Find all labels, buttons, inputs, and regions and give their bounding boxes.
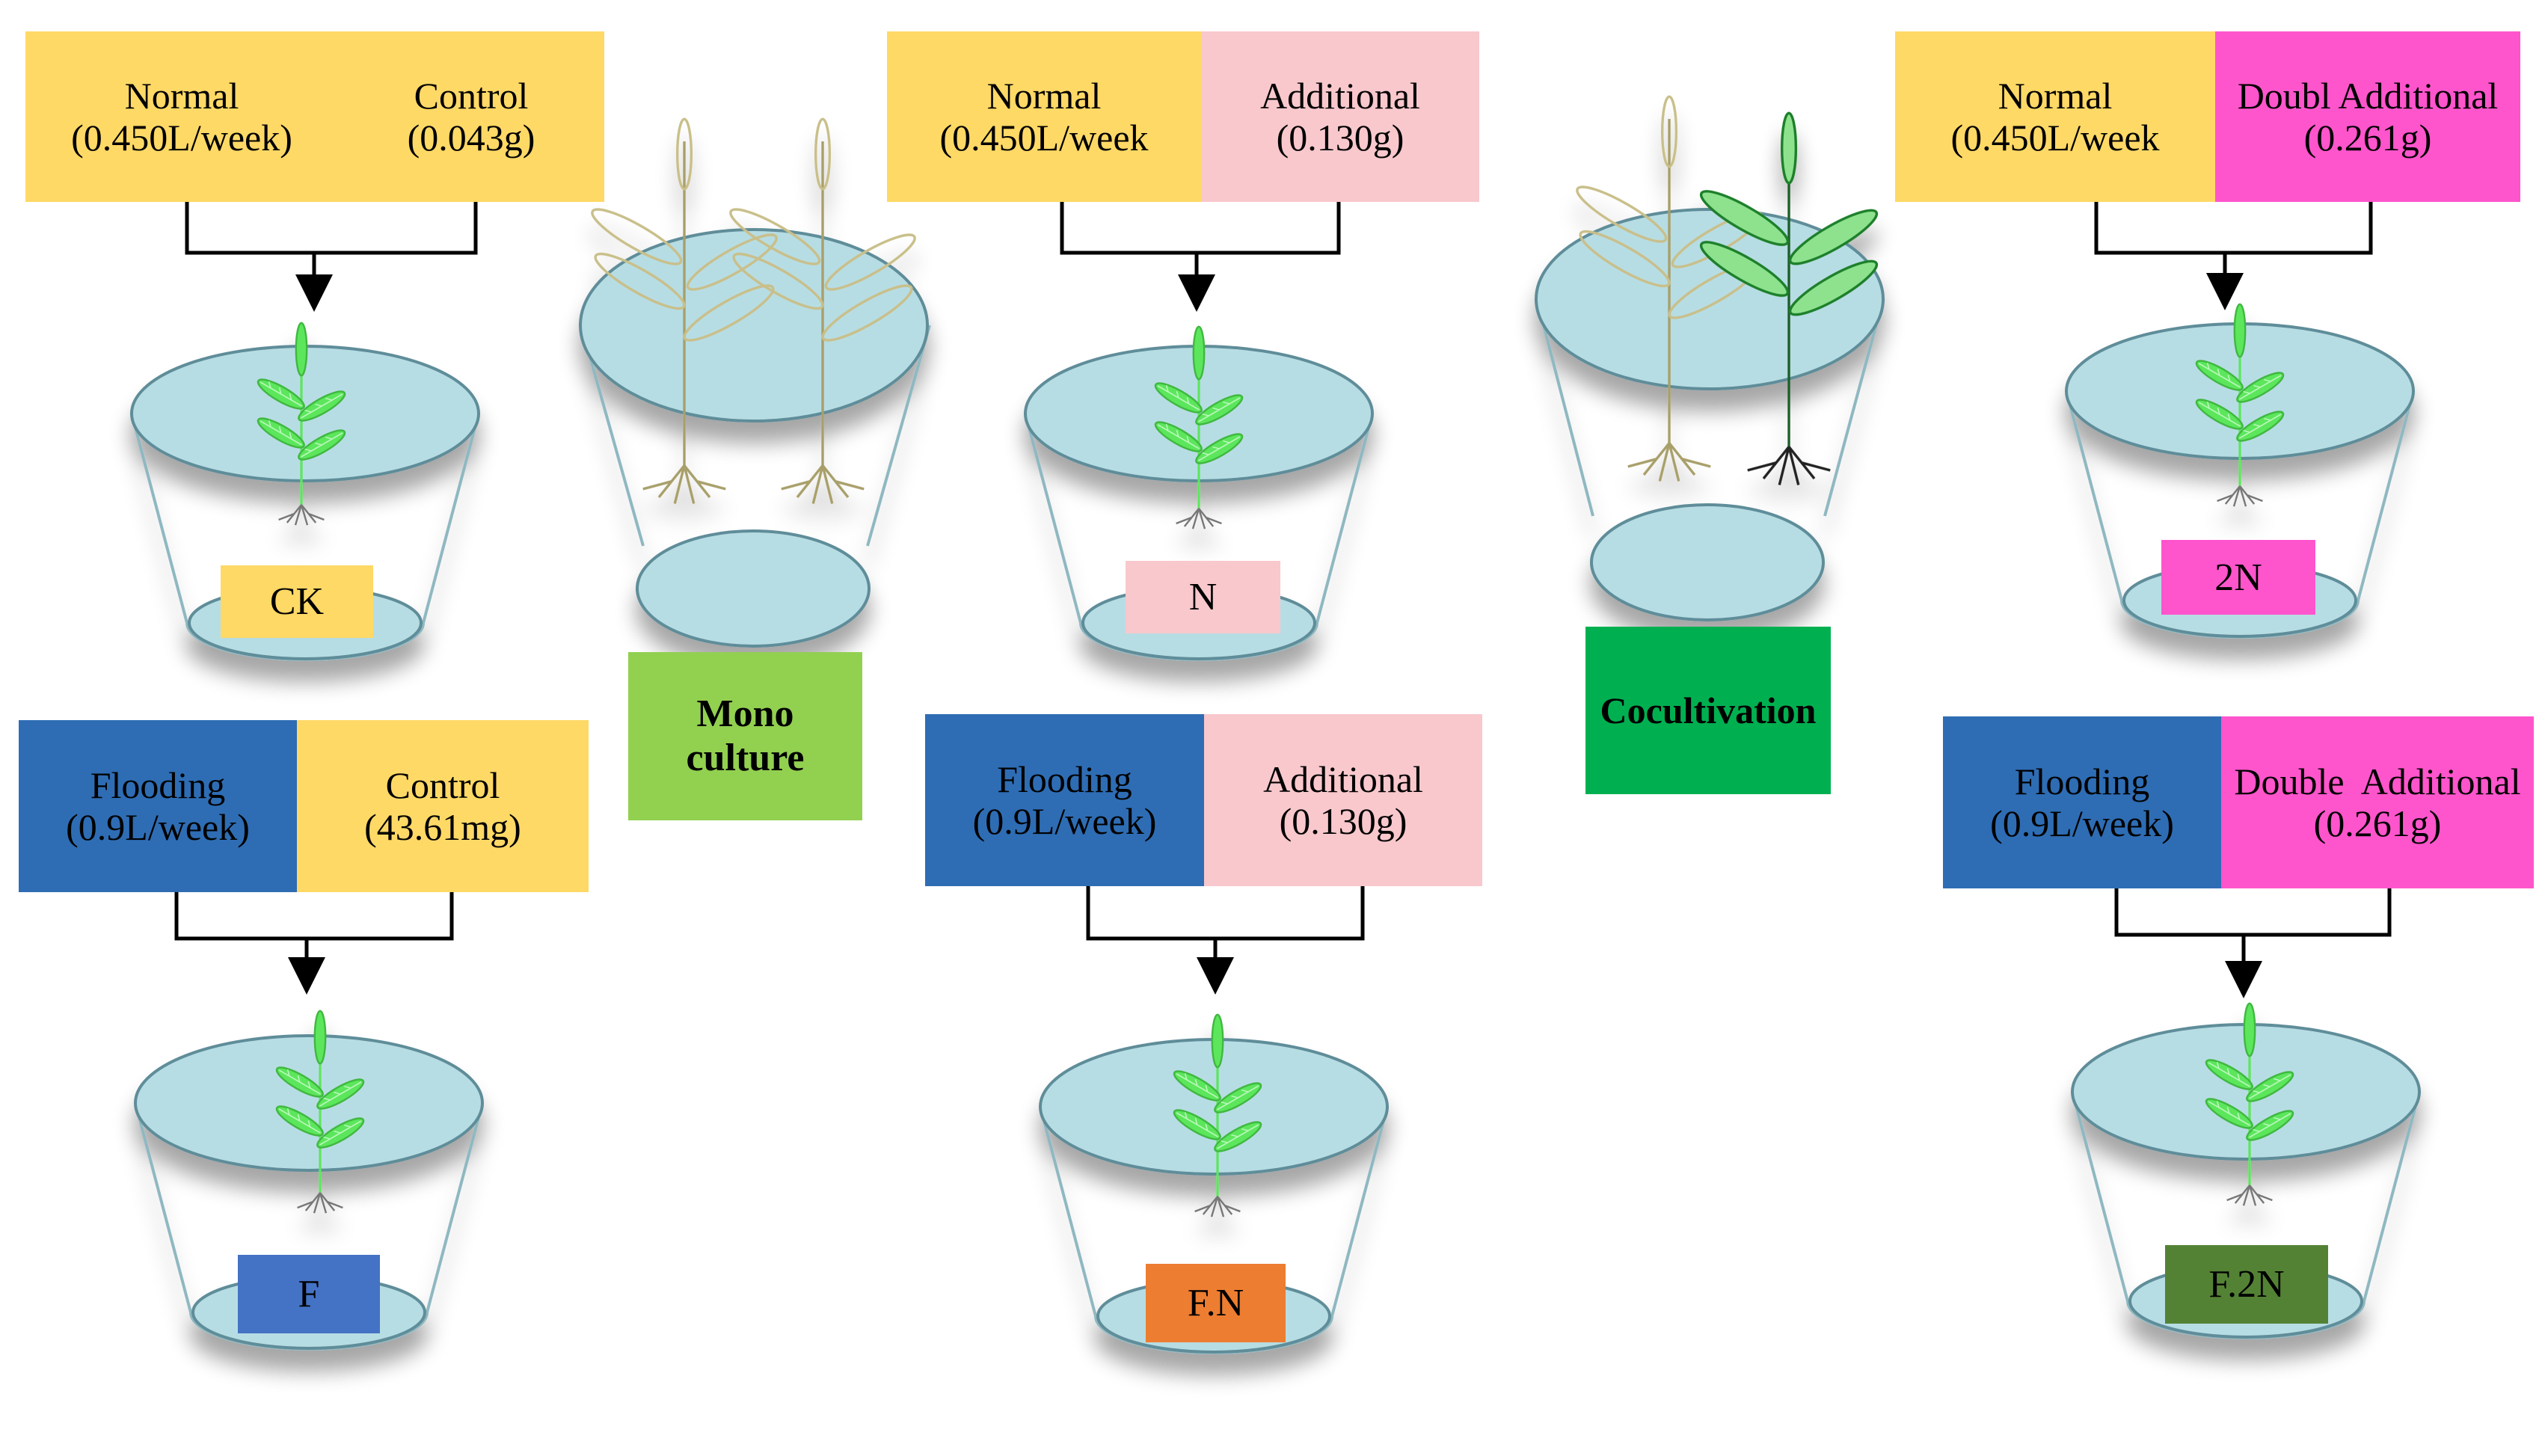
f2n-water-box: Flooding (0.9L/week)	[1943, 716, 2221, 888]
n-label: N	[1126, 561, 1280, 633]
n-water-box: Normal (0.450L/week	[887, 31, 1201, 202]
2n-nitrogen-box: Doubl Additional (0.261g)	[2215, 31, 2520, 202]
fn-nitrogen-box: Additional (0.130g)	[1204, 714, 1482, 886]
f-label: F	[238, 1255, 380, 1333]
connectors	[174, 202, 2392, 998]
2n-label: 2N	[2161, 540, 2315, 615]
ck-nitrogen-box: Control (0.043g)	[338, 31, 604, 202]
ck-label: CK	[221, 565, 373, 638]
monoculture-label: Mono culture	[628, 652, 862, 820]
2n-water-box: Normal (0.450L/week	[1895, 31, 2215, 202]
f2n-nitrogen-box: Double Additional (0.261g)	[2221, 716, 2534, 888]
f-water-box: Flooding (0.9L/week)	[19, 720, 297, 892]
pot-monoculture	[579, 117, 931, 648]
cocultivation-label: Cocultivation	[1585, 627, 1831, 794]
f-nitrogen-box: Control (43.61mg)	[297, 720, 589, 892]
ck-water-box: Normal (0.450L/week)	[25, 31, 338, 202]
pot-cocultivation	[1535, 95, 1885, 621]
fn-label: F.N	[1146, 1264, 1286, 1342]
fn-water-box: Flooding (0.9L/week)	[925, 714, 1204, 886]
f2n-label: F.2N	[2165, 1245, 2328, 1324]
n-nitrogen-box: Additional (0.130g)	[1201, 31, 1479, 202]
